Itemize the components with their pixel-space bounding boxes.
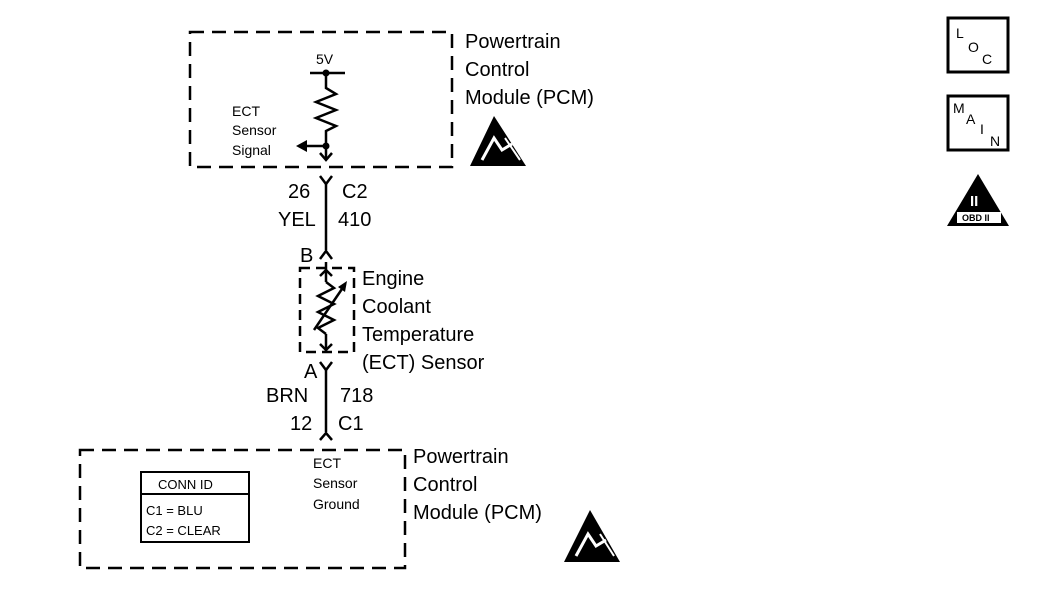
c2-connector-id: C2 — [342, 181, 368, 203]
obd-ii-label: OBD II — [962, 213, 990, 223]
c1-chevron — [319, 431, 333, 441]
signal-arrow — [296, 140, 307, 152]
c1-pin-number: 12 — [290, 413, 312, 435]
sensor-title-line4: (ECT) Sensor — [362, 352, 485, 374]
c1-connector-id: C1 — [338, 413, 364, 435]
pcm-top-module: 5V ECT Sensor Signal Powertrain Control … — [188, 30, 594, 169]
signal-label-line1: ECT — [232, 103, 260, 119]
ground-wire-color: BRN — [266, 385, 308, 407]
pcm-bottom-title-line1: Powertrain — [413, 446, 509, 468]
sensor-b-chevron — [319, 248, 333, 260]
main-letter-a: A — [966, 111, 976, 127]
ect-sensor: B A Engine Coolant Temperature (ECT) Sen… — [298, 245, 485, 383]
signal-wire-circuit: 410 — [338, 209, 371, 231]
pcm-top-chevron — [319, 152, 333, 162]
voltage-label: 5V — [316, 51, 334, 67]
loc-letter-l: L — [956, 25, 964, 41]
signal-wire-color: YEL — [278, 209, 316, 231]
sensor-upper-chevron — [319, 268, 333, 277]
esd-warning-icon — [470, 116, 526, 166]
signal-label-line2: Sensor — [232, 122, 277, 138]
conn-id-title: CONN ID — [158, 477, 213, 492]
signal-label-line3: Signal — [232, 142, 271, 158]
legend: L O C M A I N II OBD II — [946, 16, 1010, 226]
thermistor-variable-line — [312, 285, 346, 331]
signal-wire-group: 26 C2 YEL 410 — [278, 175, 371, 250]
pcm-top-title-line2: Control — [465, 59, 529, 81]
main-icon: M A I N — [946, 94, 1010, 152]
main-letter-n: N — [990, 133, 1000, 149]
sensor-pin-a: A — [304, 361, 318, 383]
pcm-bottom-module: ECT Sensor Ground CONN ID C1 = BLU C2 = … — [78, 446, 620, 570]
pcm-top-boundary — [188, 30, 454, 169]
ground-label-line3: Ground — [313, 496, 360, 512]
ground-label-line1: ECT — [313, 455, 341, 471]
pullup-resistor — [312, 73, 340, 146]
main-letter-m: M — [953, 100, 965, 116]
pcm-top-title-line1: Powertrain — [465, 31, 561, 53]
thermistor-arrow — [338, 281, 347, 292]
loc-letter-c: C — [982, 51, 992, 67]
obd-ii-icon: II OBD II — [947, 174, 1009, 226]
pcm-bottom-title-line3: Module (PCM) — [413, 502, 542, 524]
ground-label-line2: Sensor — [313, 475, 358, 491]
c2-pin-number: 26 — [288, 181, 310, 203]
pcm-top-title-line3: Module (PCM) — [465, 87, 594, 109]
loc-letter-o: O — [968, 39, 979, 55]
thermistor — [315, 281, 337, 335]
loc-icon: L O C — [946, 16, 1010, 74]
ground-wire-circuit: 718 — [340, 385, 373, 407]
pcm-bottom-title-line2: Control — [413, 474, 477, 496]
obd-ii-symbol: II — [970, 193, 978, 210]
sensor-title-line3: Temperature — [362, 324, 474, 346]
sensor-title-line1: Engine — [362, 268, 424, 290]
conn-id-table: CONN ID C1 = BLU C2 = CLEAR — [140, 471, 250, 543]
sensor-pin-b: B — [300, 245, 313, 267]
conn-id-line1: C1 = BLU — [146, 503, 203, 518]
sensor-a-chevron — [319, 361, 333, 373]
ground-wire-group: BRN 718 12 C1 — [266, 370, 373, 441]
main-letter-i: I — [980, 121, 984, 137]
pcm-bottom-boundary — [78, 448, 407, 570]
c2-chevron — [319, 175, 333, 187]
sensor-lower-chevron — [319, 343, 333, 352]
sensor-title-line2: Coolant — [362, 296, 431, 318]
conn-id-line2: C2 = CLEAR — [146, 523, 221, 538]
esd-warning-icon — [564, 510, 620, 562]
